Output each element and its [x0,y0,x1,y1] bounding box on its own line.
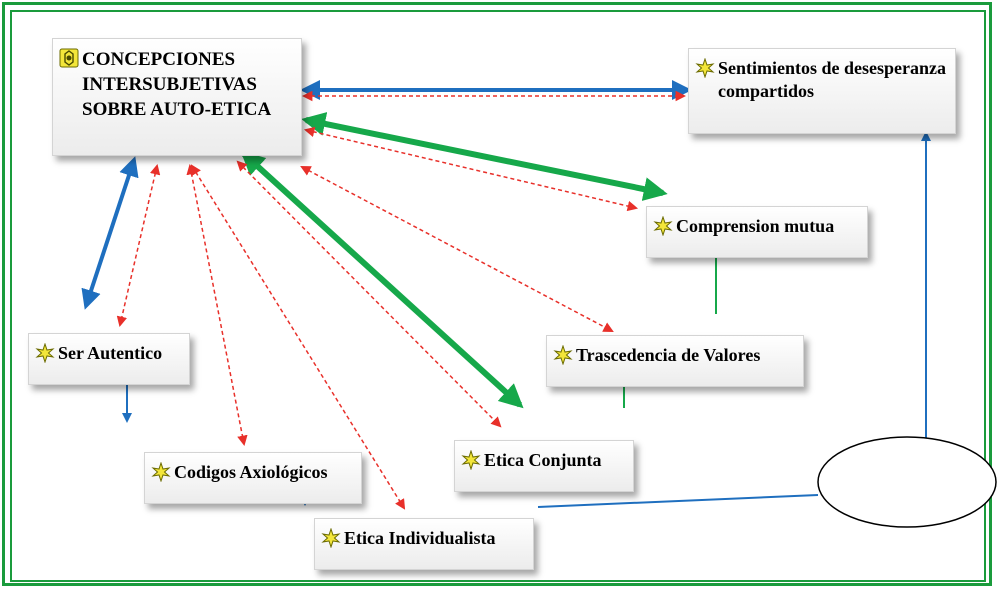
link-red-comprension [303,126,639,212]
link-red-codigos [186,163,248,447]
node-etica-conjunta[interactable]: Etica Conjunta [454,440,634,492]
link-main-comprension [301,112,668,201]
link-red-etica-conjunta [236,160,502,428]
node-sentimientos[interactable]: Sentimientos de desesperanza compartidos [688,48,956,134]
node-codigos-axiologicos[interactable]: Codigos Axiológicos [144,452,362,504]
node-label: Trascedencia de Valores [576,345,761,365]
outer-frame [2,2,992,586]
node-label: Comprension mutua [676,216,835,236]
node-label: Ser Autentico [58,343,163,363]
code-star-icon [321,528,341,548]
node-label: Etica Individualista [344,528,496,548]
node-label: CONCEPCIONES INTERSUBJETIVAS SOBRE AUTO-… [82,49,272,120]
code-star-icon [35,343,55,363]
code-star-icon [553,345,573,365]
node-label: Sentimientos de desesperanza compartidos [718,58,946,101]
link-red-ser-autentico [116,163,161,328]
code-star-icon [695,58,715,78]
node-label: Etica Conjunta [484,450,602,470]
inner-frame [10,10,986,582]
link-etica-ellipse [537,494,819,508]
node-trascendencia-valores[interactable]: Trascedencia de Valores [546,335,804,387]
node-label: Codigos Axiológicos [174,462,328,482]
code-star-icon [653,216,673,236]
node-comprension-mutua[interactable]: Comprension mutua [646,206,868,258]
code-star-icon [151,462,171,482]
code-star-icon [461,450,481,470]
node-concepciones-intersubjetivas[interactable]: CONCEPCIONES INTERSUBJETIVAS SOBRE AUTO-… [52,38,302,156]
link-main-etica-conjunta [240,150,524,409]
node-etica-individualista[interactable]: Etica Individualista [314,518,534,570]
link-main-ser-autentico [81,156,139,310]
code-family-icon [59,48,79,68]
blank-ellipse[interactable] [817,436,997,528]
node-ser-autentico[interactable]: Ser Autentico [28,333,190,385]
